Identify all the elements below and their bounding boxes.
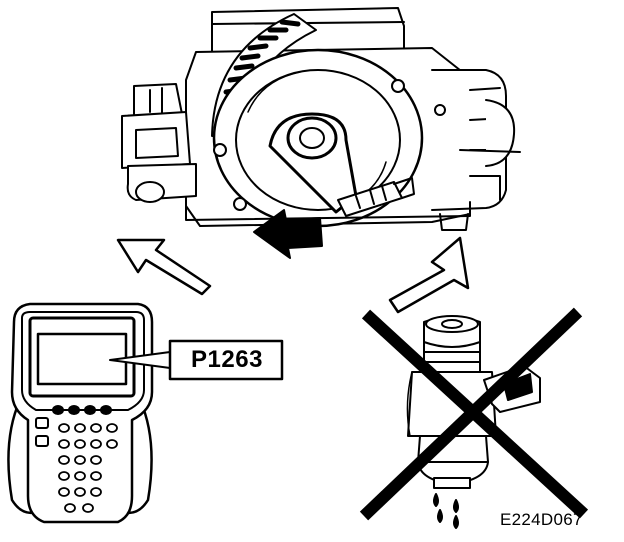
code-box xyxy=(168,339,284,381)
prohibited-cross-mark xyxy=(359,307,589,521)
injector-drawing xyxy=(406,315,541,529)
figure-id-label: E224D067 xyxy=(500,510,583,529)
pointer-arrow xyxy=(253,209,323,259)
throttle-body-drawing xyxy=(121,7,521,231)
scan-tool-drawing xyxy=(7,302,154,524)
dtc-code-label: P1263 xyxy=(191,346,263,373)
right-branch-arrow xyxy=(388,236,470,314)
left-branch-arrow xyxy=(116,238,212,296)
